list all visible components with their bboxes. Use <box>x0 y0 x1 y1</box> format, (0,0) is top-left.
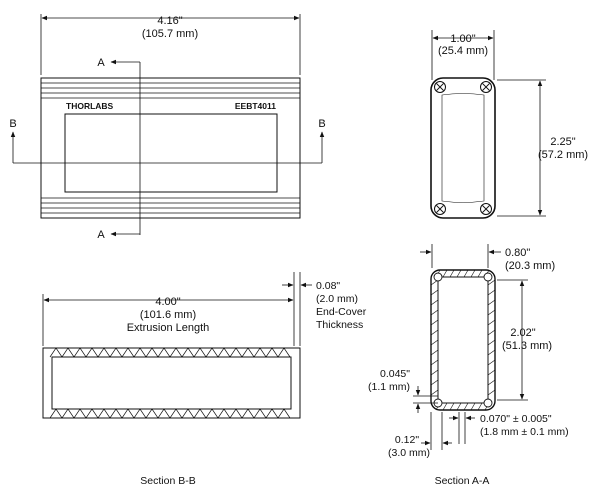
extrusion-length-in: 4.00" <box>155 296 180 308</box>
top-width-in: 4.16" <box>157 15 182 27</box>
extrusion-length-mm: (101.6 mm) <box>140 309 196 321</box>
end-view: 1.00" (25.4 mm) 2.25" (57.2 mm) <box>430 30 588 219</box>
section-aa-label-bottom: A <box>97 229 105 241</box>
screw-icon <box>480 81 492 93</box>
wall-thickness-in: 0.045" <box>380 368 410 380</box>
section-aa-label-top: A <box>97 57 105 69</box>
screw-icon <box>434 203 446 215</box>
cover-thickness-note-2: Thickness <box>316 319 363 331</box>
part-number: EEBT4011 <box>235 101 276 111</box>
wall-thickness-mm: (1.1 mm) <box>368 381 410 393</box>
cover-thickness-note-1: End-Cover <box>316 306 367 318</box>
end-cover-outline <box>430 77 496 219</box>
cover-thickness-mm: (2.0 mm) <box>316 293 358 305</box>
section-bb-label-right: B <box>318 118 325 130</box>
end-width-mm: (25.4 mm) <box>438 45 488 57</box>
top-width-mm: (105.7 mm) <box>142 28 198 40</box>
edge-offset-mm: (3.0 mm) <box>388 447 430 459</box>
brand-logo-text: THORLABS <box>66 101 114 111</box>
extrusion-section-inner <box>51 356 292 410</box>
section-width-in: 0.80" <box>505 247 530 259</box>
end-width-in: 1.00" <box>450 33 475 45</box>
hatch-bottom <box>49 408 291 419</box>
corner-screw-boss <box>483 398 493 408</box>
end-height-mm: (57.2 mm) <box>538 149 588 161</box>
section-bb-label-left: B <box>9 118 16 130</box>
section-height-mm: (51.3 mm) <box>502 340 552 352</box>
end-height-in: 2.25" <box>550 136 575 148</box>
section-bb: 4.00" (101.6 mm) Extrusion Length 0.08" … <box>42 272 367 487</box>
section-aa: 0.80" (20.3 mm) 2.02" (51.3 mm) 0.045" (… <box>368 244 569 487</box>
profile-inner-wall <box>437 276 489 404</box>
corner-screw-boss <box>433 272 443 282</box>
edge-offset-in: 0.12" <box>395 434 419 446</box>
top-view: 4.16" (105.7 mm) THORLABS EEBT4011 A A B… <box>9 14 326 241</box>
groove-width-in: 0.070" ± 0.005" <box>480 413 552 425</box>
hatch-top <box>49 347 291 358</box>
extrusion-length-note: Extrusion Length <box>127 322 210 334</box>
section-height-in: 2.02" <box>510 327 535 339</box>
cover-thickness-in: 0.08" <box>316 280 340 292</box>
screw-icon <box>434 81 446 93</box>
groove-width-mm: (1.8 mm ± 0.1 mm) <box>480 426 569 438</box>
section-bb-caption: Section B-B <box>140 475 195 487</box>
section-width-mm: (20.3 mm) <box>505 260 555 272</box>
label-window <box>64 113 278 193</box>
screw-icon <box>480 203 492 215</box>
section-aa-caption: Section A-A <box>435 475 490 487</box>
corner-screw-boss <box>483 272 493 282</box>
